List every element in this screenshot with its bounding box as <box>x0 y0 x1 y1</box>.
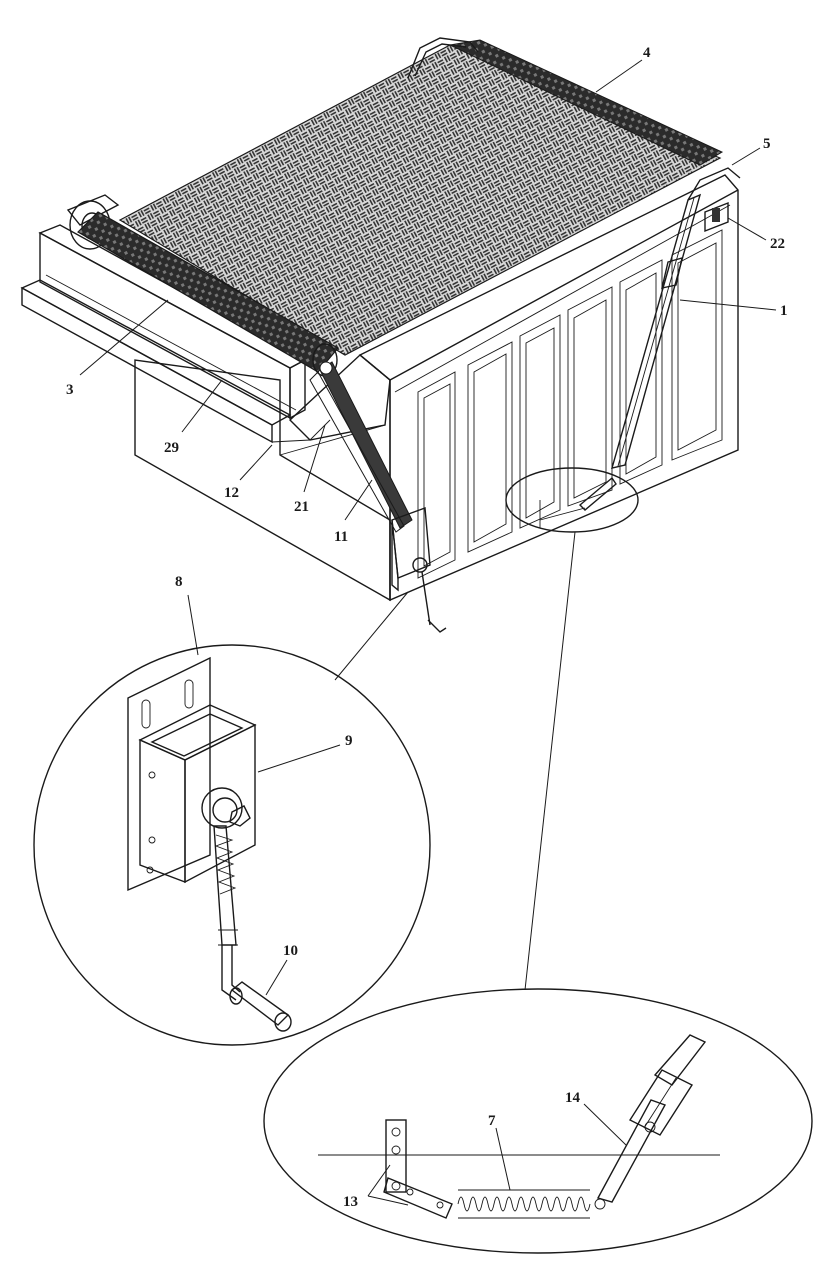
spring-detail <box>263 467 813 1254</box>
callout-8: 8 <box>175 574 183 590</box>
callout-14: 14 <box>565 1090 581 1106</box>
callout-11: 11 <box>334 529 348 545</box>
leader-lines <box>79 59 777 1206</box>
tarp <box>77 37 724 377</box>
callout-29: 29 <box>164 440 179 456</box>
crank-detail <box>33 591 431 1046</box>
callout-1: 1 <box>780 303 788 319</box>
callout-12: 12 <box>224 485 239 501</box>
callout-3: 3 <box>66 382 74 398</box>
callout-22: 22 <box>770 236 785 252</box>
callout-labels: 3 4 5 22 1 29 12 21 11 8 9 10 14 7 13 <box>66 45 788 1210</box>
callout-21: 21 <box>294 499 309 515</box>
callout-9: 9 <box>345 733 353 749</box>
callout-5: 5 <box>763 136 771 152</box>
callout-4: 4 <box>643 45 651 61</box>
callout-7: 7 <box>488 1113 496 1129</box>
callout-10: 10 <box>283 943 298 959</box>
truck-body <box>20 174 739 602</box>
arm-assembly <box>309 167 741 633</box>
callout-13: 13 <box>343 1194 358 1210</box>
